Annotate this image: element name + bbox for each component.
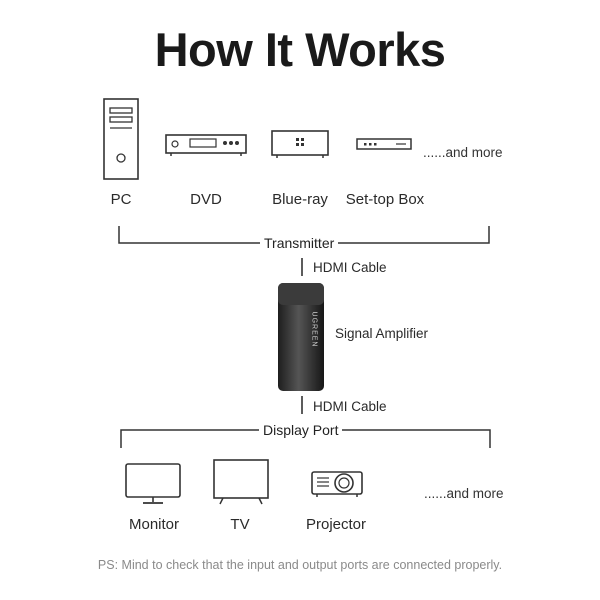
hdmi-cable-top-label: HDMI Cable [313,260,387,275]
amplifier-brand-text: UGREEN [310,311,318,348]
projector-icon [311,471,363,497]
hdmi-cable-bottom-label: HDMI Cable [313,399,387,414]
display-label-projector: Projector [305,516,367,533]
signal-amplifier-device [278,283,324,391]
source-label-bluray: Blue-ray [272,191,328,208]
display-label-tv: TV [230,516,250,533]
source-label-pc: PC [110,191,132,208]
tv-icon [213,459,269,505]
signal-amplifier-label: Signal Amplifier [335,326,429,341]
pc-tower-icon [103,98,139,180]
monitor-icon [125,463,181,504]
source-label-set-top-box: Set-top Box [345,191,425,208]
set-top-box-icon [356,138,412,150]
connection-note: PS: Mind to check that the input and out… [97,558,503,572]
source-label-dvd: DVD [190,191,222,208]
display-label-monitor: Monitor [128,516,180,533]
displays-more-text: ......and more [424,486,504,501]
sources-more-text: ......and more [423,145,503,160]
transmitter-label: Transmitter [260,235,339,251]
page-title: How It Works [154,23,446,76]
display-port-label: Display Port [259,422,343,438]
bluray-player-icon [271,130,329,158]
dvd-player-icon [165,134,247,156]
